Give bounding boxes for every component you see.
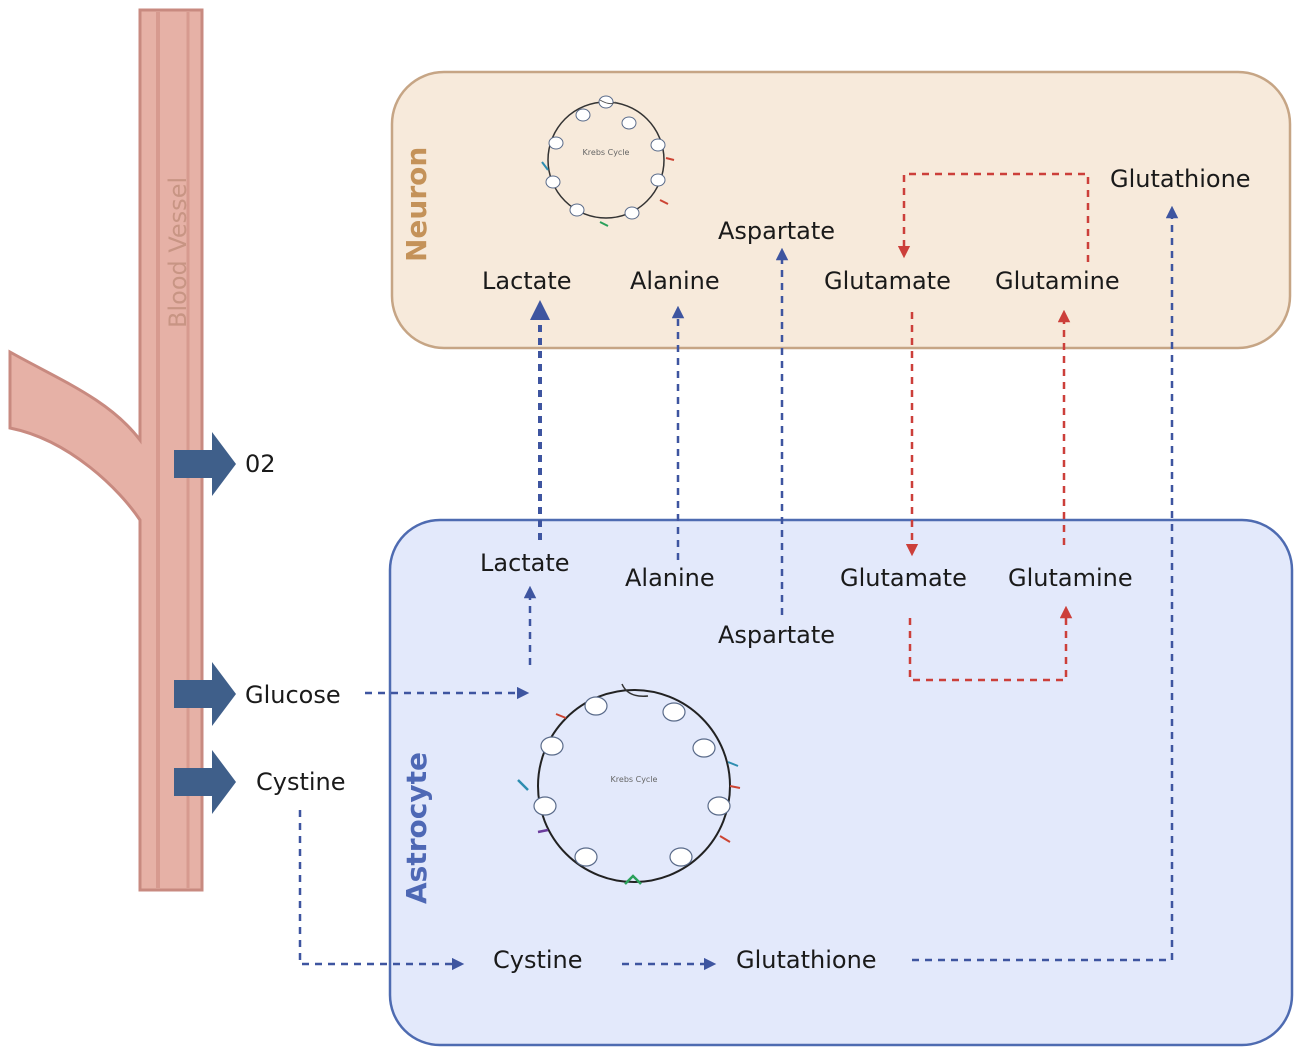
cystine-supply-arrow: Cystine xyxy=(174,750,346,814)
supply-arrows: 02 Glucose Cystine xyxy=(174,432,346,814)
astrocyte-metabolites: Lactate Alanine Aspartate Glutamate Glut… xyxy=(480,549,1133,974)
astrocyte-aspartate: Aspartate xyxy=(718,621,835,649)
astrocyte-krebs-cycle: Krebs Cycle xyxy=(517,683,741,885)
blood-vessel: Blood Vessel xyxy=(8,8,204,892)
neuron-glutamine: Glutamine xyxy=(995,267,1120,295)
neuron-glutathione: Glutathione xyxy=(1110,165,1251,193)
neuron-glutamate: Glutamate xyxy=(824,267,951,295)
astrocyte-lactate: Lactate xyxy=(480,549,570,577)
astrocyte-label: Astrocyte xyxy=(400,752,433,904)
neuron-krebs-label: Krebs Cycle xyxy=(583,148,630,157)
astrocyte-krebs-label: Krebs Cycle xyxy=(611,775,658,784)
neuron-krebs-cycle: Krebs Cycle xyxy=(541,95,675,227)
astrocyte-cell: Astrocyte xyxy=(388,518,1294,1047)
astrocyte-glutathione: Glutathione xyxy=(736,946,877,974)
blue-transport-arrows xyxy=(298,205,1179,971)
glucose-supply-arrow: Glucose xyxy=(174,662,341,726)
astrocyte-cystine: Cystine xyxy=(493,946,583,974)
arrow-neuron-glutamine-to-glutamate xyxy=(897,172,1090,262)
arrow-astro-glutamate-to-glutamine xyxy=(908,605,1073,682)
astrocyte-glutamine: Glutamine xyxy=(1008,564,1133,592)
astrocyte-glutamate: Glutamate xyxy=(840,564,967,592)
neuron-aspartate: Aspartate xyxy=(718,217,835,245)
blood-vessel-label: Blood Vessel xyxy=(164,177,192,328)
neuron-lactate: Lactate xyxy=(482,267,572,295)
neuron-label: Neuron xyxy=(400,147,433,262)
neuron-metabolites: Lactate Alanine Aspartate Glutamate Glut… xyxy=(482,165,1251,295)
o2-supply-arrow: 02 xyxy=(174,432,276,496)
neuron-alanine: Alanine xyxy=(630,267,720,295)
neuron-cell: Neuron xyxy=(390,70,1292,350)
cystine-supply-label: Cystine xyxy=(256,768,346,796)
o2-label: 02 xyxy=(245,450,276,478)
red-glutamate-glutamine-arrows xyxy=(897,172,1090,682)
astrocyte-alanine: Alanine xyxy=(625,564,715,592)
glucose-label: Glucose xyxy=(245,681,341,709)
arrow-glutathione-to-neuron xyxy=(912,205,1179,962)
